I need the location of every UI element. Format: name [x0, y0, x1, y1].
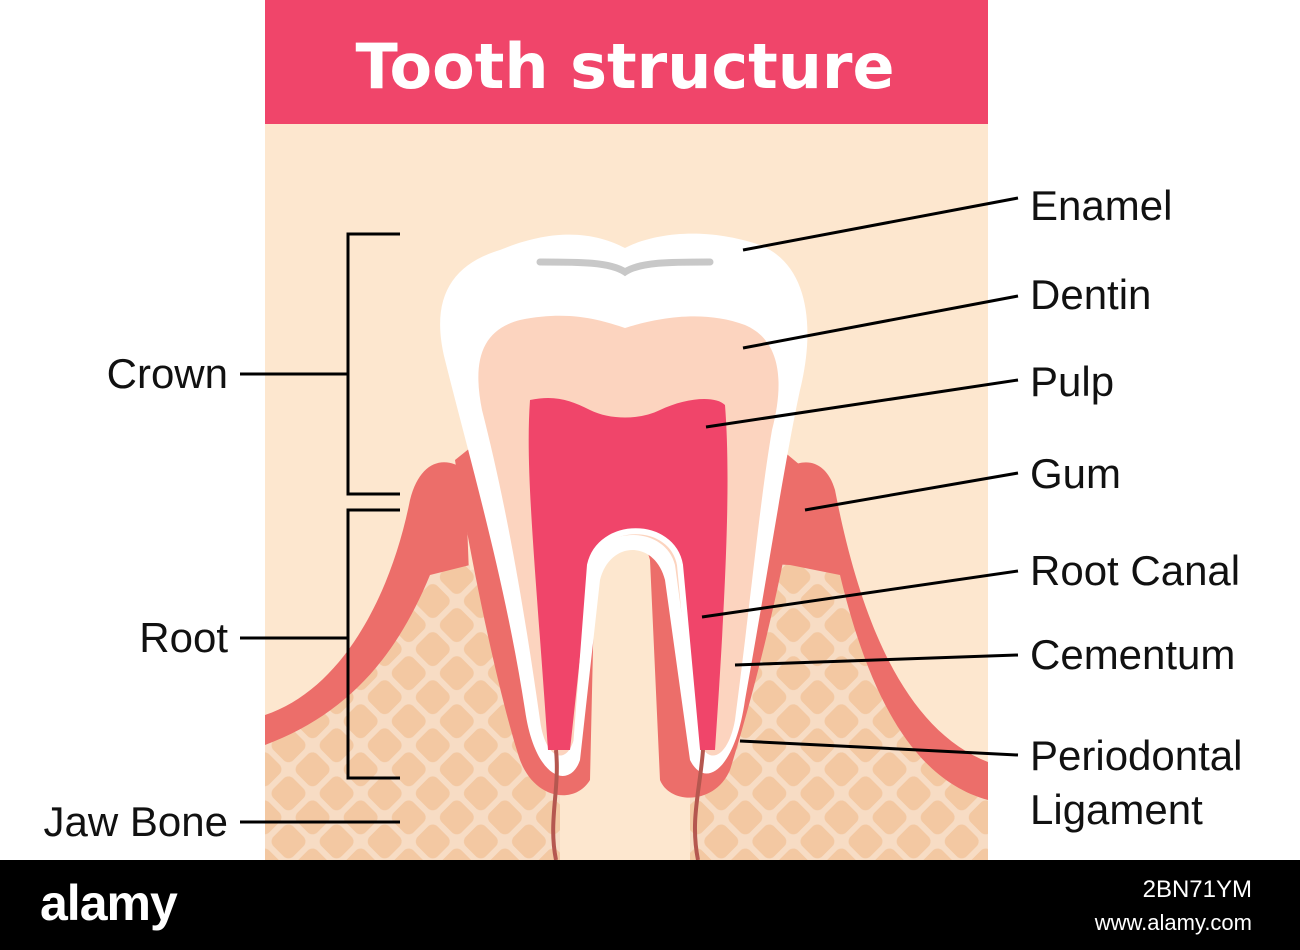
cementum-leader [734, 653, 1019, 667]
dentin-label: Dentin [1030, 271, 1151, 318]
jaw-bone-shape-right [790, 565, 988, 860]
root-canal-edge [572, 528, 701, 761]
cementum-label: Cementum [1030, 631, 1235, 678]
periodontal-label-line1: Periodontal [1030, 732, 1242, 779]
crown-label: Crown [107, 350, 228, 397]
alamy-logo: alamy [40, 875, 178, 931]
occlusal-groove [536, 258, 714, 277]
periodontal-leader [739, 739, 1019, 757]
root-label: Root [139, 614, 228, 661]
enamel-label: Enamel [1030, 182, 1172, 229]
gum-leader [804, 471, 1019, 512]
jaw-bone-label: Jaw Bone [44, 798, 228, 845]
footer-url: www.alamy.com [1094, 910, 1252, 935]
root-canal-leader [701, 569, 1019, 619]
pulp-shape [528, 398, 728, 750]
jaw-bone-shape [265, 565, 470, 860]
dentin-leader [742, 294, 1019, 350]
title-banner [265, 0, 988, 124]
pulp-label: Pulp [1030, 358, 1114, 405]
page-title: Tooth structure [355, 30, 894, 103]
nerve-left [551, 749, 559, 860]
enamel-leader [742, 196, 1019, 252]
watermark-footer: alamy 2BN71YM www.alamy.com [0, 860, 1300, 950]
root-canal-label: Root Canal [1030, 547, 1240, 594]
nerve-right [692, 749, 705, 860]
pulp-leader [705, 378, 1019, 429]
root-bracket [346, 508, 400, 780]
gum-label: Gum [1030, 450, 1121, 497]
periodontal-label-line2: Ligament [1030, 786, 1203, 833]
tooth-structure-diagram: Tooth structure Enamel Dentin Pulp Gum R… [44, 0, 1242, 860]
crown-bracket [346, 232, 400, 496]
image-id: 2BN71YM [1142, 876, 1252, 903]
